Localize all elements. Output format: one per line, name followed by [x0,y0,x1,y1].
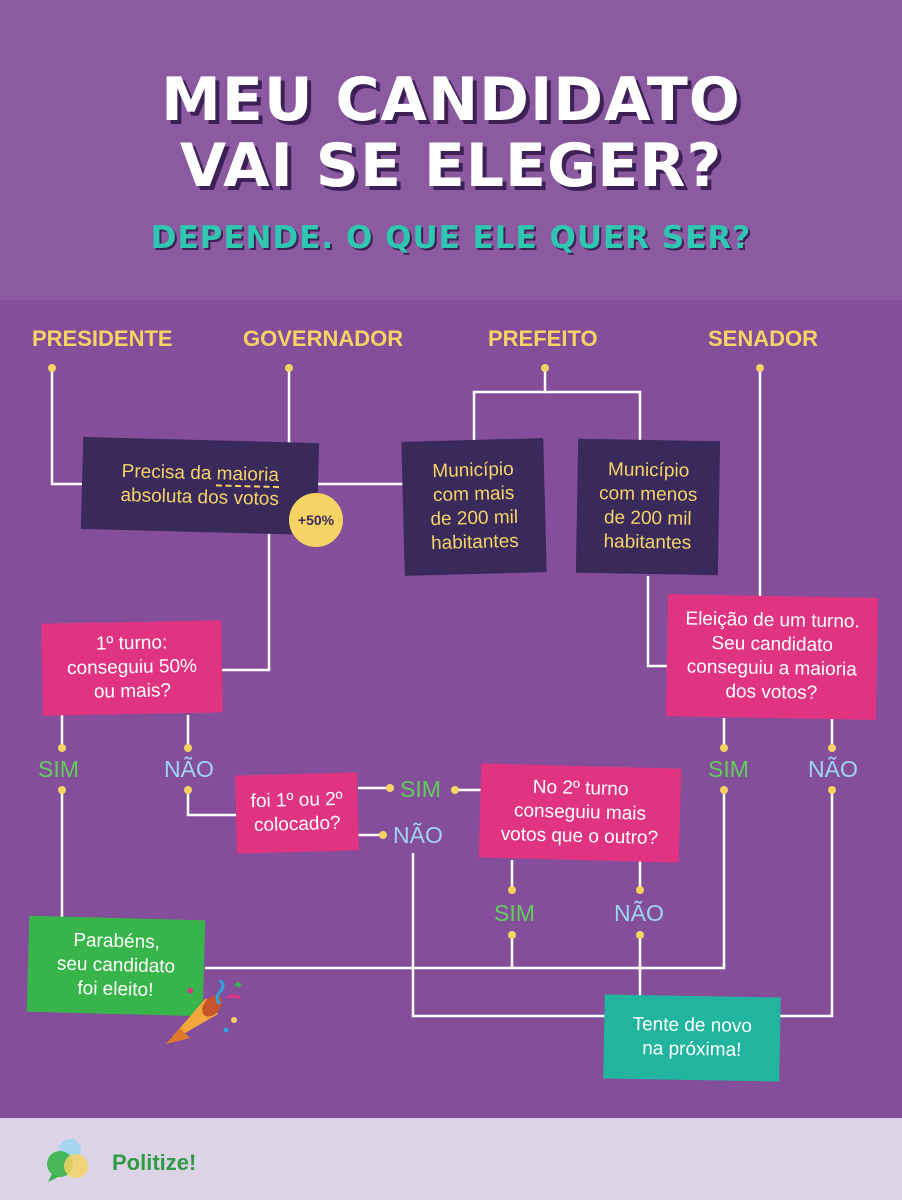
answer-sim-turno2: SIM [494,900,535,926]
answer-sim-colocado: SIM [400,776,441,802]
answer-nao-turno1: NÃO [164,756,214,782]
answer-nao-umturno: NÃO [808,756,858,782]
politize-logo-icon [47,1139,88,1182]
parabens-l1: Parabéns, [73,929,161,954]
menos200-l3: de 200 mil [603,507,692,530]
mais200-l1: Município [432,458,514,483]
box-colocado: foi 1º ou 2º colocado? [235,772,359,854]
menos200-l1: Município [607,459,690,482]
mais200-l3: de 200 mil [430,506,519,531]
category-prefeito: PREFEITO [488,326,598,351]
turno1-l3: ou mais? [93,680,172,703]
box-eleicao-um-turno: Eleição de um turno. Seu candidato conse… [665,594,879,720]
title-line-2: VAI SE ELEGER? [179,131,723,201]
menos200-l2: com menos [598,483,698,506]
answer-sim-turno1: SIM [38,756,79,782]
box-segundo-turno: No 2º turno conseguiu mais votos que o o… [478,763,682,863]
subtitle: DEPENDE. O QUE ELE QUER SER? [150,220,752,256]
answer-nao-colocado: NÃO [393,822,443,848]
category-governador: GOVERNADOR [243,326,404,351]
box-primeiro-turno: 1º turno: conseguiu 50% ou mais? [41,620,223,716]
umturno-l2: Seu candidato [711,632,834,657]
turno1-l2: conseguiu 50% [66,655,198,680]
category-senador: SENADOR [708,326,819,351]
box-tente-de-novo: Tente de novo na próxima! [603,994,781,1082]
tente-l1: Tente de novo [632,1013,753,1038]
colocado-l2: colocado? [253,812,341,837]
maioria-text-line2: absoluta dos votos [120,484,280,511]
turno2-l3: votos que o outro? [500,823,659,850]
menos200-l4: habitantes [603,531,692,554]
category-presidente: PRESIDENTE [32,326,173,351]
footer [0,1118,902,1200]
turno1-l1: 1º turno: [95,632,168,655]
colocado-l1: foi 1º ou 2º [250,788,343,813]
box-mais-200-mil: Município com mais de 200 mil habitantes [401,438,547,576]
umturno-l3: conseguiu a maioria [686,656,857,681]
maioria-text-pre: Precisa da [121,460,217,485]
turno2-l1: No 2º turno [532,776,629,801]
mais200-l4: habitantes [430,530,520,555]
tente-l2: na próxima! [641,1038,742,1061]
box-maioria-absoluta: Precisa da maioria absoluta dos votos [80,436,320,536]
turno2-l2: conseguiu mais [513,800,647,825]
answer-sim-umturno: SIM [708,756,749,782]
umturno-l4: dos votos? [725,681,818,704]
answer-nao-turno2: NÃO [614,900,664,926]
mais200-l2: com mais [432,482,515,507]
title-line-1: MEU CANDIDATO [161,65,741,135]
party-popper-icon [166,977,242,1044]
brand-name: Politize! [112,1150,197,1175]
parabens-l2: seu candidato [56,953,176,978]
box-menos-200-mil: Município com menos de 200 mil habitante… [575,438,721,576]
header-band [0,0,902,300]
badge-50-percent: +50% [289,493,343,547]
parabens-l3: foi eleito! [77,978,154,1001]
umturno-l1: Eleição de um turno. [685,608,860,633]
maioria-text-underlined: maioria [216,463,280,489]
